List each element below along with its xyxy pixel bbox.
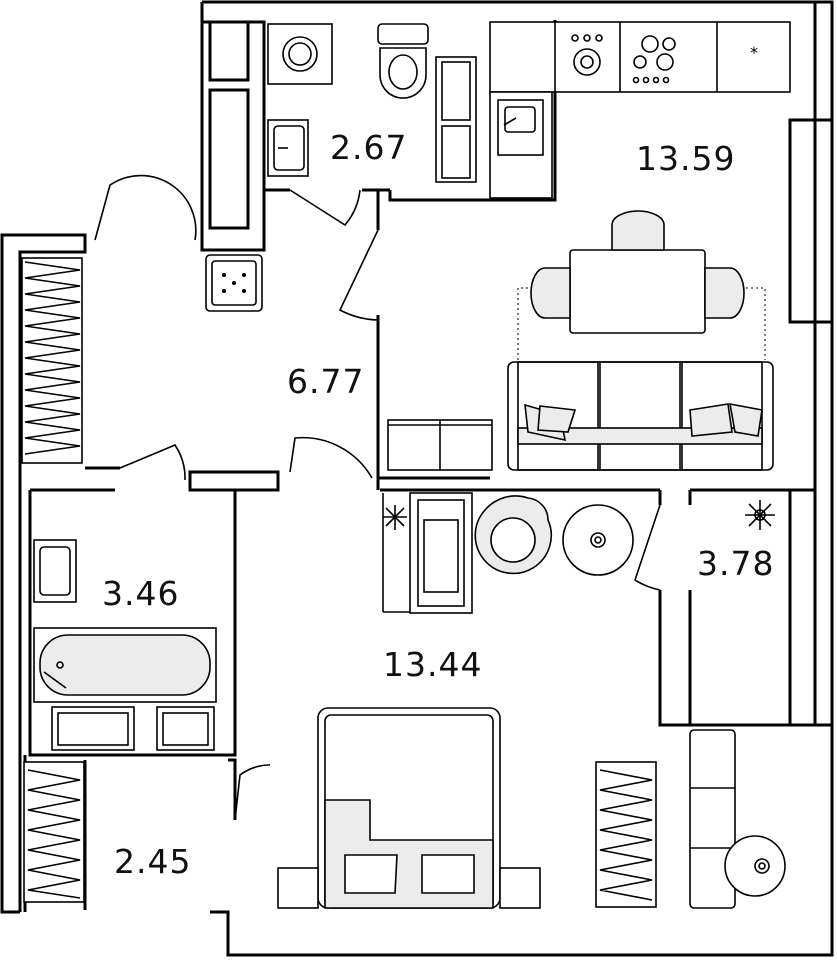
washing-machine xyxy=(267,23,333,85)
doors xyxy=(94,174,661,821)
svg-text:*: * xyxy=(750,43,758,62)
armchair xyxy=(474,495,553,575)
bed xyxy=(277,707,541,909)
wall-cabinet xyxy=(435,56,477,183)
kitchen-counter xyxy=(489,21,791,199)
closet-rail xyxy=(23,761,85,903)
room-area-bathroom-small: 2.67 xyxy=(330,128,408,167)
balcony-bench xyxy=(689,729,736,909)
stove xyxy=(632,35,676,84)
bathtub xyxy=(33,627,217,703)
fridge: * xyxy=(750,43,758,62)
bathroom-sink xyxy=(33,539,77,603)
side-table xyxy=(562,504,634,576)
wardrobe xyxy=(382,492,473,614)
room-area-bathroom: 3.46 xyxy=(102,574,180,613)
dishwasher xyxy=(571,34,603,76)
ventilation-shaft xyxy=(205,254,263,312)
plant-balcony xyxy=(745,500,775,530)
balcony-table xyxy=(724,835,786,897)
room-area-kitchen-living: 13.59 xyxy=(636,139,736,178)
bathroom-cabinets xyxy=(51,706,215,751)
balcony-right-rail xyxy=(595,761,657,908)
toilet xyxy=(377,23,429,99)
sofa xyxy=(507,361,774,471)
room-area-balcony: 3.78 xyxy=(697,544,775,583)
room-area-hallway: 6.77 xyxy=(287,362,365,401)
room-area-closet: 2.45 xyxy=(114,842,192,881)
plant-bedroom xyxy=(383,505,407,530)
hallway-cabinet xyxy=(387,419,493,471)
balcony-left-rail xyxy=(21,257,83,464)
dining-table xyxy=(517,210,766,360)
sink-small xyxy=(267,119,309,177)
interior-walls xyxy=(23,20,790,914)
room-area-bedroom: 13.44 xyxy=(383,645,483,684)
